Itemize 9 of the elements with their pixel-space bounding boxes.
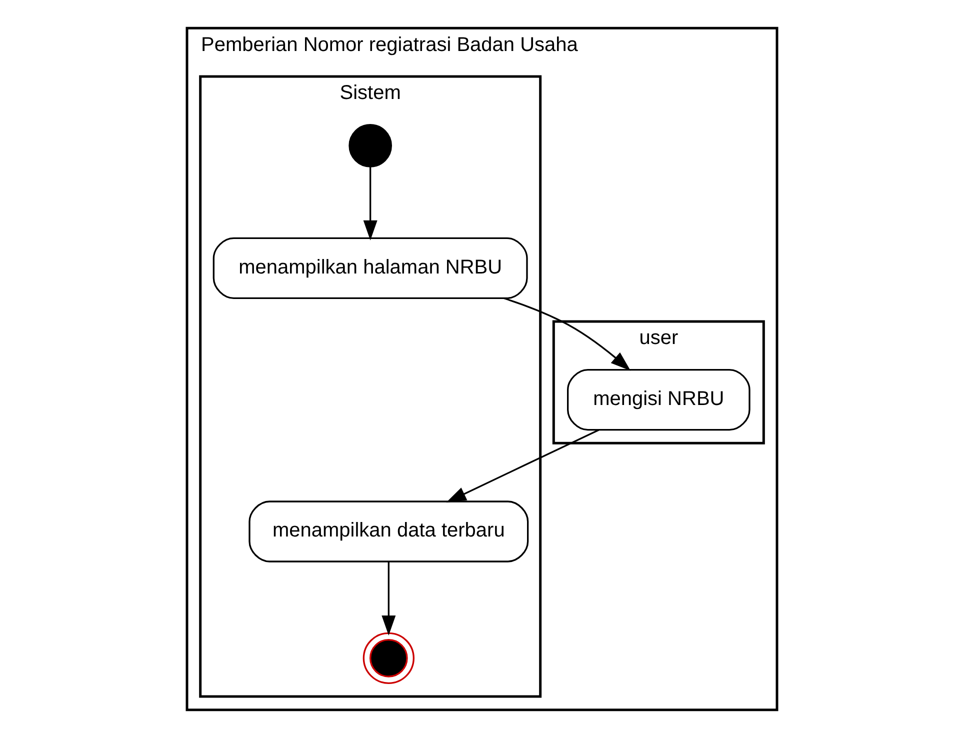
arrow	[363, 167, 378, 240]
arrow	[504, 297, 631, 371]
node-box: menampilkan halaman NRBU	[212, 237, 528, 299]
node-box: menampilkan data terbaru	[248, 500, 529, 562]
node-circle	[348, 124, 392, 168]
node-circle	[362, 632, 414, 684]
arrow	[382, 562, 396, 636]
node-box: mengisi NRBU	[567, 369, 750, 431]
arrow	[446, 429, 600, 503]
